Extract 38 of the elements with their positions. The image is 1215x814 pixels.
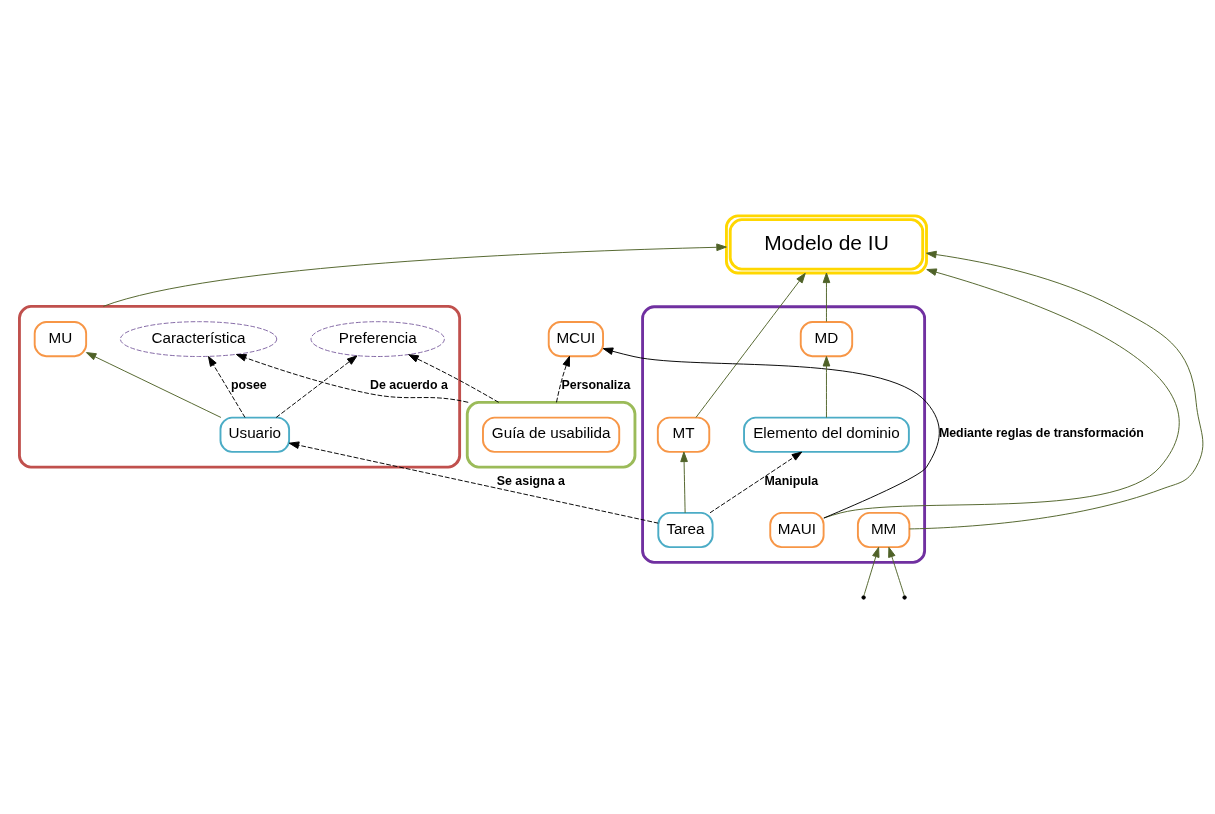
edge-label: posee — [230, 377, 267, 392]
node-ellipse: Preferencia — [310, 320, 445, 357]
arrow — [709, 451, 803, 513]
edge-label: Se asigna a — [496, 473, 565, 488]
arrow — [408, 353, 500, 403]
node-box: Elemento del dominio — [743, 416, 910, 453]
arrow — [823, 267, 1180, 519]
arrow — [275, 354, 358, 418]
node-box: MAUI — [769, 511, 825, 548]
node-box: MT — [656, 416, 711, 453]
arrow — [602, 347, 940, 519]
arrow — [235, 353, 469, 403]
arrow — [288, 440, 659, 524]
arrow — [207, 355, 246, 418]
node-box: Usuario — [219, 416, 291, 453]
node-box: Tarea — [657, 511, 714, 548]
cluster — [18, 304, 462, 469]
arrow — [680, 451, 688, 513]
node-box: MD — [799, 320, 854, 357]
arrow — [822, 355, 831, 418]
node-box: MCUI — [547, 320, 604, 357]
cluster — [641, 304, 927, 564]
arrow — [102, 242, 727, 307]
arrow — [909, 250, 1204, 529]
edge-label: Manipula — [764, 473, 819, 488]
arrow — [888, 546, 905, 596]
arrow — [85, 351, 222, 418]
edge-label: Personaliza — [561, 377, 631, 392]
cluster — [465, 400, 637, 469]
edge-label: De acuerdo a — [370, 377, 448, 392]
node-box: Guía de usabilida — [482, 416, 621, 453]
arrow — [556, 355, 570, 403]
arrow — [695, 272, 806, 418]
arrow — [822, 272, 831, 322]
node-box: MM — [856, 511, 911, 548]
arrow — [863, 546, 880, 596]
node-ellipse: Característica — [119, 320, 278, 357]
node-box: MU — [33, 320, 88, 357]
